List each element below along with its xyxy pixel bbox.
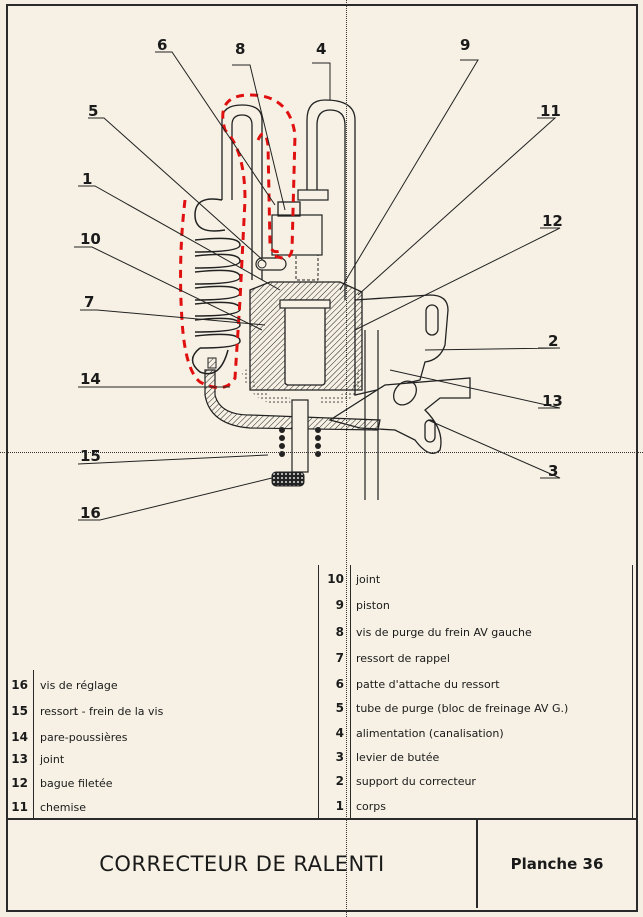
callout-1: 1 xyxy=(82,170,93,188)
plate-number: Planche 36 xyxy=(510,855,604,873)
callout-7: 7 xyxy=(84,293,95,311)
adjusting-knob xyxy=(271,471,305,487)
pipe-alimentation xyxy=(306,99,356,300)
bracket-slot-top xyxy=(425,304,439,336)
bleed-screw xyxy=(277,201,301,217)
callout-9: 9 xyxy=(460,36,471,54)
callout-12: 12 xyxy=(542,212,563,230)
callout-14: 14 xyxy=(80,370,101,388)
legend-right-rule xyxy=(350,565,351,818)
adjusting-screw xyxy=(291,399,309,473)
piston xyxy=(284,299,326,386)
callout-2: 2 xyxy=(548,332,559,350)
sheet-title: CORRECTEUR DE RALENTI xyxy=(99,852,385,876)
callout-3: 3 xyxy=(548,462,559,480)
callout-5: 5 xyxy=(88,102,99,120)
guide-line-horizontal xyxy=(0,452,643,453)
return-spring xyxy=(191,198,241,375)
legend-left-rule xyxy=(33,670,34,818)
leader-lines xyxy=(74,51,561,521)
highlight-outline xyxy=(179,93,297,390)
callout-11: 11 xyxy=(540,102,561,120)
lever-slot xyxy=(424,419,436,443)
callout-6: 6 xyxy=(157,36,168,54)
legend-right-border xyxy=(632,565,633,818)
dust-cover xyxy=(241,368,366,405)
legend-divider xyxy=(318,565,319,818)
title-divider xyxy=(476,818,478,908)
callout-8: 8 xyxy=(235,40,246,58)
callout-13: 13 xyxy=(542,392,563,410)
title-separator xyxy=(8,818,636,820)
guide-line-vertical xyxy=(346,0,347,917)
lever-hole xyxy=(393,380,417,406)
drawing-sheet xyxy=(6,4,638,912)
callout-10: 10 xyxy=(80,230,101,248)
callout-16: 16 xyxy=(80,504,101,522)
callout-4: 4 xyxy=(316,40,327,58)
